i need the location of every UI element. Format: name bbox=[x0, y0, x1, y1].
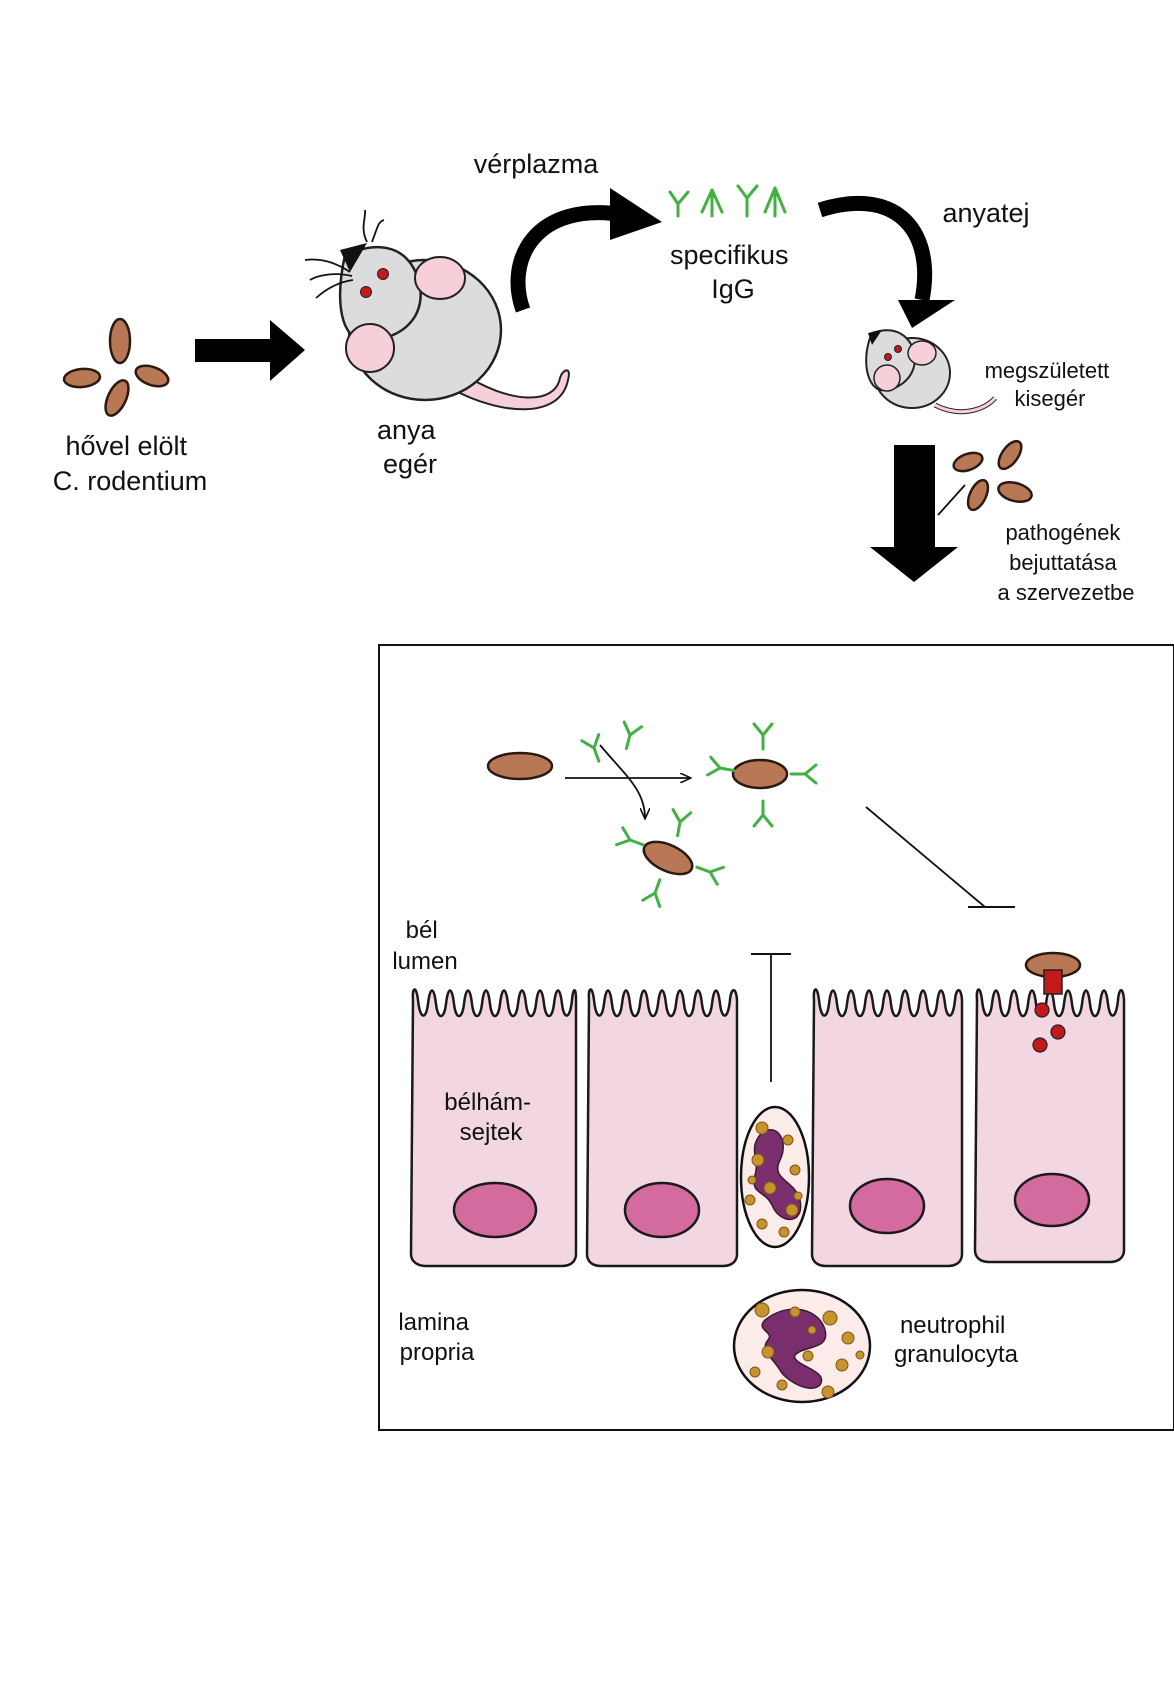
attached-bacterium bbox=[1024, 951, 1082, 1053]
arrow-neutralize-down bbox=[599, 744, 645, 818]
label-mother: anya egér bbox=[377, 415, 443, 479]
label-epithelium-line1: bélhám- bbox=[444, 1089, 531, 1116]
label-neutrophil-line2: granulocyta bbox=[894, 1341, 1019, 1368]
label-neutrophil-line1: neutrophil bbox=[900, 1312, 1005, 1339]
newborn-pup bbox=[865, 329, 997, 415]
label-pathogen-source: hővel elölt C. rodentium bbox=[53, 431, 208, 496]
label-plasma: vérplazma bbox=[474, 149, 600, 179]
mother-mouse bbox=[304, 209, 570, 411]
label-epithelium: bélhám- sejtek bbox=[444, 1089, 537, 1146]
igg-antibodies bbox=[668, 184, 787, 218]
label-pup: megszületett kisegér bbox=[985, 358, 1116, 411]
label-neutrophil: neutrophil granulocyta bbox=[894, 1312, 1019, 1368]
label-milk: anyatej bbox=[942, 198, 1029, 228]
arrow-to-mother bbox=[195, 320, 305, 381]
label-gut-lumen-line1: bél bbox=[406, 917, 438, 944]
label-mother-line1: anya bbox=[377, 415, 437, 445]
label-igg-line1: specifikus bbox=[670, 240, 789, 270]
opsonized-bacterium-1 bbox=[706, 722, 818, 828]
neutrophil-granulocyte bbox=[732, 1288, 872, 1404]
label-pathogen-source-line1: hővel elölt bbox=[65, 431, 187, 461]
label-gut-lumen-line2: lumen bbox=[392, 948, 457, 975]
free-bacterium bbox=[486, 751, 554, 781]
label-igg-line2: IgG bbox=[711, 274, 755, 304]
label-lamina-propria: lamina propria bbox=[398, 1309, 475, 1366]
arrow-entry bbox=[870, 445, 958, 582]
label-igg: specifikus IgG bbox=[670, 240, 796, 304]
arrow-milk bbox=[817, 196, 955, 328]
opsonized-bacterium-2 bbox=[615, 808, 725, 908]
label-entry: pathogének bejuttatása a szervezetbe bbox=[998, 520, 1135, 605]
entering-bacteria bbox=[937, 439, 1033, 516]
transmigrating-neutrophil bbox=[739, 1105, 811, 1249]
label-pup-line2: kisegér bbox=[1015, 386, 1086, 411]
label-lamina-line1: lamina bbox=[398, 1309, 469, 1336]
label-epithelium-line2: sejtek bbox=[460, 1119, 524, 1146]
label-gut-lumen: bél lumen bbox=[392, 917, 457, 975]
epithelial-cell-3 bbox=[810, 988, 964, 1268]
label-pup-line1: megszületett bbox=[985, 358, 1110, 383]
heat-killed-bacteria bbox=[62, 317, 170, 417]
label-mother-line2: egér bbox=[383, 449, 437, 479]
label-entry-line2: bejuttatása bbox=[1009, 550, 1117, 575]
inhibition-bar-adhesion bbox=[865, 806, 1015, 908]
epithelial-cell-4 bbox=[973, 988, 1126, 1264]
label-pathogen-source-line2: C. rodentium bbox=[53, 466, 208, 496]
epithelial-cell-1 bbox=[409, 988, 578, 1268]
arrow-plasma bbox=[510, 188, 662, 313]
label-entry-line1: pathogének bbox=[1005, 520, 1121, 545]
epithelial-cell-2 bbox=[585, 988, 739, 1268]
inhibition-bar-migration bbox=[751, 953, 791, 1082]
label-lamina-line2: propria bbox=[400, 1339, 475, 1366]
label-entry-line3: a szervezetbe bbox=[998, 580, 1135, 605]
